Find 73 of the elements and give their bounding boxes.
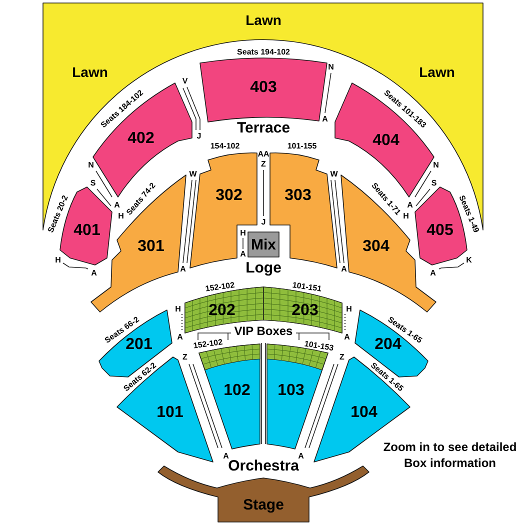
stage-label: Stage [243,496,284,514]
seat-range-label: 101-153 [304,339,334,353]
seat-range-label: Seats 1-49 [457,194,481,234]
seat-range-label: Seats 20-2 [46,194,70,234]
seat-range-label: 152-102 [192,337,224,351]
note-text: Zoom in to see detailed Box information [382,439,518,471]
seating-section [354,309,429,378]
section-number: 302 [216,186,242,206]
row-letter: Z [182,352,188,362]
seating-section [199,57,328,123]
row-letter: A [341,264,347,274]
row-letter: N [88,160,94,170]
section-number: 304 [362,238,390,256]
row-letter: S [90,178,96,188]
section-number: 404 [372,132,400,150]
area-label: Lawn [246,12,282,28]
section-number: 301 [138,238,164,256]
row-letter: A [430,268,436,278]
section-number: 103 [278,382,304,400]
seat-range-label: 152-102 [204,280,236,294]
section-number: 403 [250,78,277,98]
seat-range-label: Seats 194-102 [237,47,290,57]
row-letter: J [196,131,202,141]
row-letter: W [189,169,197,179]
row-letter: A [298,451,304,460]
section-number: 204 [374,336,402,354]
row-letter: V [182,76,188,86]
area-label: Loge [246,259,282,277]
row-letter: A [240,249,246,259]
row-letter: A [114,200,120,210]
section-number: 303 [284,186,312,206]
section-number: 202 [208,302,236,320]
section-number: 201 [126,336,152,354]
area-label: Terrace [236,119,290,137]
booth-label: Mix [251,236,276,254]
seat-range-label: 101-155 [287,141,317,151]
row-letter: H [175,304,181,314]
row-letter: A [223,451,229,460]
row-letter: AA [258,149,270,159]
section-number: 102 [224,382,250,400]
area-label: Lawn [72,64,108,80]
row-letter: A [322,114,328,124]
section-number: 401 [74,222,100,240]
section-number: 405 [426,222,454,240]
row-letter: H [240,228,246,238]
row-letter: A [180,264,186,274]
row-letter: A [344,332,350,342]
row-letter: J [261,217,266,227]
row-letter: N [433,160,439,170]
area-label: Orchestra [228,457,299,475]
section-number: 203 [292,302,318,320]
seating-section [59,186,113,266]
area-label: VIP Boxes [234,325,293,339]
mix-booth [247,231,280,258]
row-letter: A [91,268,97,278]
row-letter: H [118,211,124,221]
row-letter: H [403,211,409,221]
row-letter: Z [340,352,344,362]
row-letter: Z [261,159,266,169]
seat-range-label: 101-151 [292,280,322,294]
row-letter: A [407,200,413,210]
row-letter: A [177,332,183,342]
section-number: 402 [128,130,154,148]
row-letter: N [328,62,334,72]
section-number: 101 [156,404,184,422]
seat-range-label: 154-102 [210,141,240,151]
row-letter: H [55,255,61,265]
row-letter: K [466,255,472,265]
row-letter: W [330,169,338,179]
area-label: Lawn [419,64,455,80]
row-letter: H [346,304,352,314]
section-number: 104 [350,404,378,422]
row-letter: S [431,178,437,188]
